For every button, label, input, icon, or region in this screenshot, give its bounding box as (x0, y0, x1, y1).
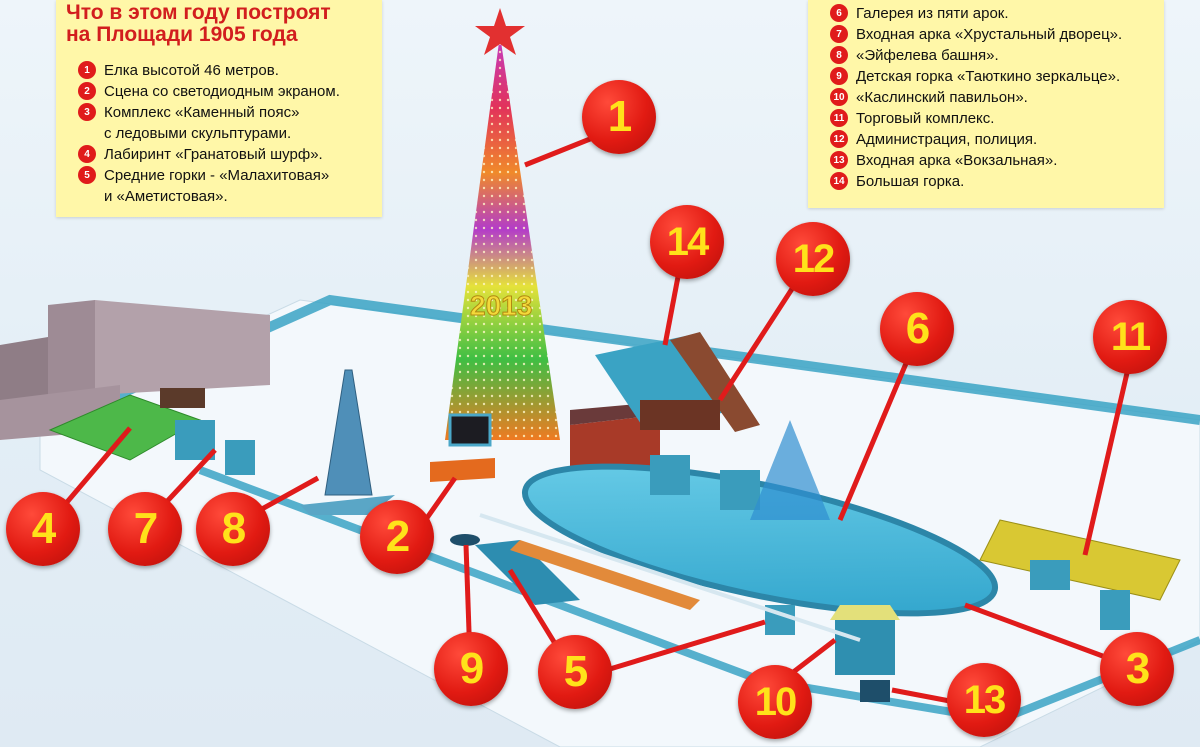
callout-10: 10 (738, 665, 812, 739)
legend-badge: 14 (830, 172, 848, 190)
legend-text: Средние горки - «Малахитовая» (104, 167, 330, 184)
arch-7 (175, 420, 215, 460)
legend-text: Входная арка «Хрустальный дворец». (856, 26, 1123, 43)
legend-item: 6 Галерея из пяти арок. (830, 3, 1122, 24)
legend-badge: 4 (78, 145, 96, 163)
legend-text: Лабиринт «Гранатовый шурф». (104, 146, 323, 163)
legend-text: Сцена со светодиодным экраном. (104, 83, 340, 100)
legend-badge: 12 (830, 130, 848, 148)
legend-item: 11 Торговый комплекс. (830, 108, 1122, 129)
legend-badge: 2 (78, 82, 96, 100)
legend-item: 3 Комплекс «Каменный пояс» (78, 102, 340, 123)
legend-badge: 9 (830, 67, 848, 85)
callout-7: 7 (108, 492, 182, 566)
legend-item: 1 Елка высотой 46 метров. (78, 60, 340, 81)
callout-13: 13 (947, 663, 1021, 737)
callout-12: 12 (776, 222, 850, 296)
callout-5: 5 (538, 635, 612, 709)
legend-item: 5 Средние горки - «Малахитовая» (78, 165, 340, 186)
callout-4: 4 (6, 492, 80, 566)
trade-complex (979, 519, 1181, 601)
callout-9: 9 (434, 632, 508, 706)
legend-item: 9 Детская горка «Таюткино зеркальце». (830, 66, 1122, 87)
legend-text: с ледовыми скульптурами. (104, 125, 292, 142)
legend-text: Входная арка «Вокзальная». (856, 152, 1058, 169)
callout-6: 6 (880, 292, 954, 366)
slide-5 (475, 540, 580, 605)
legend-badge: 6 (830, 4, 848, 22)
legend-badge: 3 (78, 103, 96, 121)
legend-item: 12 Администрация, полиция. (830, 129, 1122, 150)
legend-text: Елка высотой 46 метров. (104, 62, 279, 79)
legend-left-list: 1 Елка высотой 46 метров. 2 Сцена со свето… (78, 60, 340, 207)
legend-right: 6 Галерея из пяти арок. 7 Входная арка «Хр… (808, 0, 1164, 208)
legend-text: Галерея из пяти арок. (856, 5, 1009, 22)
callout-8: 8 (196, 492, 270, 566)
legend-item: 2 Сцена со светодиодным экраном. (78, 81, 340, 102)
callout-3: 3 (1100, 632, 1174, 706)
callout-11: 11 (1093, 300, 1167, 374)
legend-right-list: 6 Галерея из пяти арок. 7 Входная арка «Хр… (830, 3, 1122, 192)
legend-text: Администрация, полиция. (856, 131, 1038, 148)
tree-star (475, 8, 525, 55)
legend-text: Детская горка «Таюткино зеркальце». (856, 68, 1121, 85)
legend-item: 13 Входная арка «Вокзальная». (830, 150, 1122, 171)
admin-building (570, 415, 660, 470)
legend-text: и «Аметистовая». (104, 188, 228, 205)
legend-badge: 13 (830, 151, 848, 169)
legend-item: 4 Лабиринт «Гранатовый шурф». (78, 144, 340, 165)
legend-item: 8 «Эйфелева башня». (830, 45, 1122, 66)
legend-text: Комплекс «Каменный пояс» (104, 104, 300, 121)
slide-9 (450, 534, 480, 546)
legend-badge: 1 (78, 61, 96, 79)
tree-year-label: 2013 (470, 290, 532, 321)
legend-badge: 11 (830, 109, 848, 127)
legend-title-line-1: Что в этом году построят (66, 1, 331, 24)
legend-item: 7 Входная арка «Хрустальный дворец». (830, 24, 1122, 45)
legend-item: 10 «Каслинский павильон». (830, 87, 1122, 108)
callout-1: 1 (582, 80, 656, 154)
legend-title-line-2: на Площади 1905 года (66, 23, 298, 46)
legend-left: Что в этом году построят на Площади 1905… (56, 0, 382, 217)
legend-badge: 5 (78, 166, 96, 184)
legend-item-continuation: с ледовыми скульптурами. (78, 123, 340, 144)
kasli-pavilion (835, 620, 895, 675)
legend-text: «Эйфелева башня». (856, 47, 999, 64)
legend-text: «Каслинский павильон». (856, 89, 1028, 106)
legend-title: Что в этом году построят на Площади 1905… (66, 2, 331, 46)
legend-item: 14 Большая горка. (830, 171, 1122, 192)
legend-badge: 8 (830, 46, 848, 64)
legend-badge: 10 (830, 88, 848, 106)
callout-14: 14 (650, 205, 724, 279)
callout-2: 2 (360, 500, 434, 574)
legend-item-continuation: и «Аметистовая». (78, 186, 340, 207)
eiffel-tower (324, 369, 373, 496)
stage (430, 458, 495, 482)
legend-text: Торговый комплекс. (856, 110, 995, 127)
callout-leaders (43, 132, 1136, 705)
legend-badge: 7 (830, 25, 848, 43)
legend-text: Большая горка. (856, 173, 965, 190)
stage-screen (448, 413, 492, 447)
